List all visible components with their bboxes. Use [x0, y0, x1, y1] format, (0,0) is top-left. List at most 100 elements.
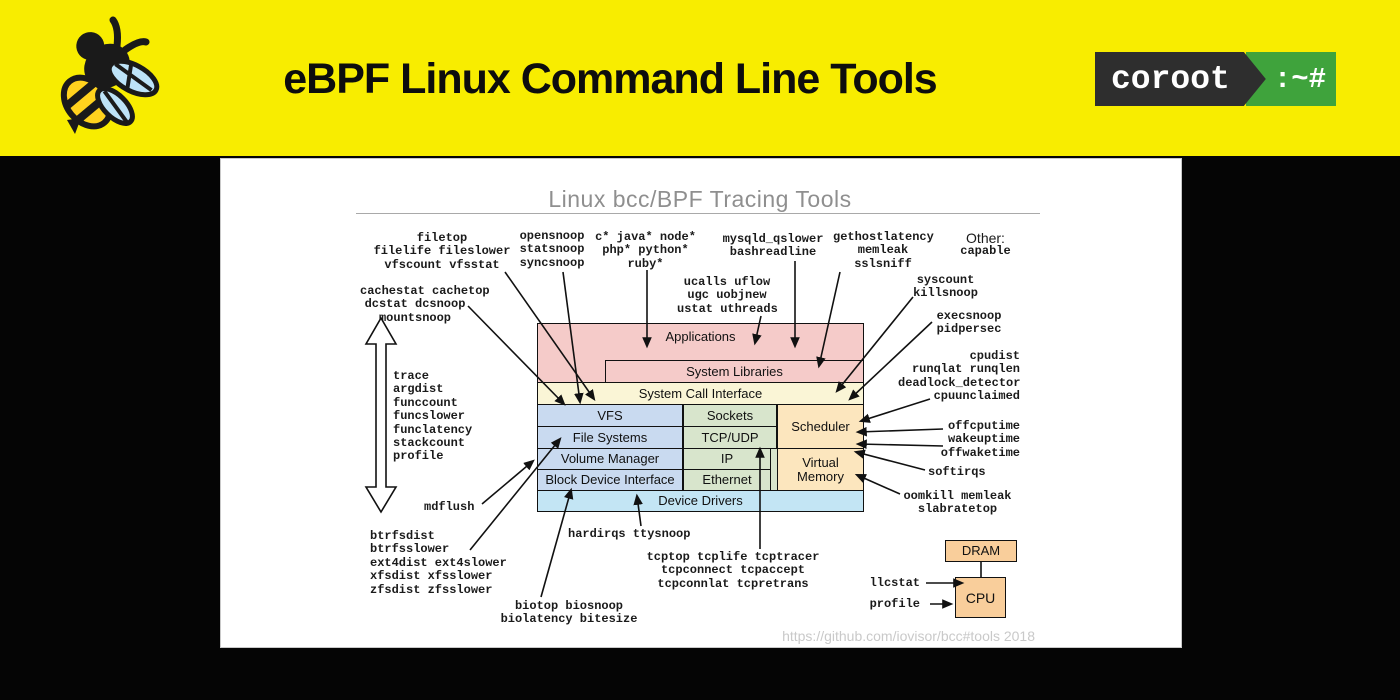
banner: eBPF Linux Command Line Tools coroot :~#: [0, 0, 1400, 156]
coroot-logo-prompt: :~#: [1245, 52, 1337, 106]
tool-label-line: ustat uthreads: [677, 301, 778, 316]
tool-label-line: offcputime: [947, 419, 1020, 433]
tool-label-line: c* java* node*: [595, 230, 696, 244]
tool-label-line: pidpersec: [936, 322, 1002, 337]
tool-label-line: funcslower: [393, 409, 466, 424]
tool-label-line: runqlat runqlen: [911, 362, 1020, 377]
tool-label-line: oomkill memleak: [903, 489, 1012, 503]
stack-box-device-drivers: Device Drivers: [537, 490, 864, 512]
tool-label-line: memleak: [857, 243, 909, 258]
tool-label-line: zfsdist zfsslower: [370, 582, 493, 597]
stack-box-ethernet: Ethernet: [683, 469, 771, 491]
stack-box-vfs: VFS: [537, 404, 683, 427]
stack-box-block-device-interface: Block Device Interface: [537, 469, 683, 491]
tool-label-line: funclatency: [393, 422, 473, 437]
tool-label-line: cpudist: [969, 349, 1020, 363]
tools-other: Other: capable: [948, 230, 1023, 259]
tool-label-line: cpuunclaimed: [933, 389, 1020, 404]
tool-label-line: gethostlatency: [833, 230, 934, 244]
tool-label-line: statsnoop: [519, 242, 585, 257]
tool-label-line: argdist: [393, 382, 444, 397]
tool-label-line: deadlock_detector: [898, 375, 1021, 390]
tool-label-line: tcpconnect tcpaccept: [660, 563, 806, 578]
tool-label-line: xfsdist xfsslower: [370, 569, 493, 584]
tool-label-line: php* python*: [602, 243, 689, 258]
tool-label-line: sslsniff: [854, 256, 912, 271]
footer-url: https://github.com/iovisor/bcc#tools 201…: [782, 628, 1035, 644]
tool-label-line: vfscount vfsstat: [384, 257, 500, 272]
diagram-title: Linux bcc/BPF Tracing Tools: [548, 186, 852, 212]
hw-box-dram: DRAM: [945, 540, 1017, 562]
tool-label-line: hardirqs ttysnoop: [568, 527, 691, 541]
tool-label-line: cachestat cachetop: [360, 284, 490, 298]
tool-label-line: tcptop tcplife tcptracer: [646, 550, 820, 564]
tool-label-line: syncsnoop: [519, 255, 585, 270]
tools-hardirqs: hardirqs ttysnoop: [568, 527, 691, 541]
other-label: Other:: [966, 230, 1005, 246]
tool-label-line: mysqld_qslower: [722, 232, 824, 246]
other-tool: capable: [960, 244, 1011, 259]
stack-box-tcp-udp: TCP/UDP: [683, 426, 777, 449]
hw-box-cpu: CPU: [955, 577, 1006, 618]
tool-label-line: opensnoop: [519, 229, 585, 243]
tools-mdflush: mdflush: [424, 500, 484, 514]
tool-label-line: offwaketime: [940, 445, 1020, 460]
coroot-logo: coroot :~#: [1095, 52, 1337, 106]
tools-llcstat: llcstat: [858, 576, 920, 590]
bee-icon: [60, 16, 160, 134]
tool-label-line: mdflush: [424, 500, 475, 514]
tool-label-line: btrfsslower: [370, 542, 450, 557]
coroot-logo-name: coroot: [1095, 52, 1266, 106]
tool-label-line: execsnoop: [936, 309, 1002, 323]
tool-label-line: wakeuptime: [947, 432, 1020, 447]
stack-box-file-systems: File Systems: [537, 426, 683, 449]
tool-label-line: bashreadline: [729, 245, 817, 260]
tool-label-line: filetop: [416, 231, 468, 245]
tool-label-line: llcstat: [869, 576, 920, 590]
tool-label-line: profile: [393, 449, 444, 464]
tool-label-line: trace: [393, 369, 430, 383]
tool-label-line: ucalls uflow: [683, 275, 771, 289]
tools-profile-cpu: profile: [858, 597, 920, 611]
tool-label-line: filelife fileslower: [373, 244, 511, 259]
tool-label-line: ugc uobjnew: [687, 288, 767, 303]
tool-label-line: btrfsdist: [370, 529, 435, 543]
tool-label-line: syscount: [916, 273, 975, 287]
tools-languages: c* java* node*php* python*ruby*: [588, 230, 703, 271]
tool-label-line: mountsnoop: [378, 310, 451, 325]
stack-box-virtual-memory: Virtual Memory: [777, 448, 864, 491]
tool-label-line: ruby*: [627, 256, 664, 271]
tool-label-line: slabratetop: [917, 502, 998, 517]
tool-label-line: biotop biosnoop: [514, 599, 624, 613]
tool-label-line: ext4dist ext4slower: [370, 555, 507, 570]
stack-box-syscall-interface: System Call Interface: [537, 382, 864, 405]
stack-box-ip: IP: [683, 448, 771, 470]
tool-label-line: funccount: [393, 395, 458, 410]
stack-box-scheduler: Scheduler: [777, 404, 864, 449]
banner-title: eBPF Linux Command Line Tools: [283, 55, 937, 103]
tool-label-line: biolatency bitesize: [500, 612, 638, 627]
tool-label-line: profile: [869, 597, 920, 611]
tool-label-line: killsnoop: [913, 286, 978, 301]
tool-label-line: tcpconnlat tcpretrans: [657, 576, 809, 591]
tool-label-line: dcstat dcsnoop: [364, 297, 466, 312]
tool-label-line: stackcount: [393, 436, 466, 451]
tools-softirqs: softirqs: [928, 465, 990, 479]
title-underline: [356, 213, 1040, 214]
